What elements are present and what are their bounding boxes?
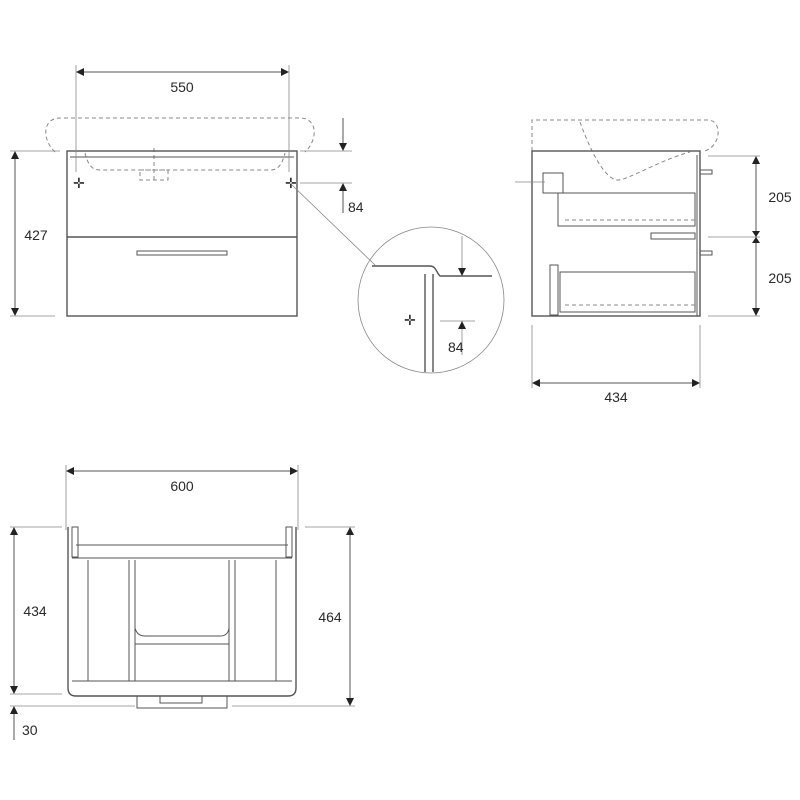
- cabinet-side: [531, 150, 701, 317]
- drawer-handle: [136, 250, 228, 256]
- cabinet-body: [66, 150, 298, 317]
- bottom-view: 600 434 464 30: [10, 465, 355, 740]
- cabinet-bottom: [67, 527, 297, 697]
- front-view: ✛ ✛ 550 427 84: [10, 65, 376, 317]
- mount-point-icon: ✛: [404, 312, 416, 328]
- dim-205-lower: 205: [768, 270, 792, 286]
- detail-leader: [291, 184, 376, 266]
- dim-84: 84: [348, 199, 364, 215]
- basin-outline: [45, 117, 315, 153]
- detail-dim-84: 84: [448, 339, 464, 355]
- basin-bowl: [84, 152, 286, 171]
- mount-point-icon: ✛: [285, 175, 297, 191]
- dim-30: 30: [22, 722, 38, 738]
- detail-view: ✛ 84: [357, 226, 505, 374]
- dim-205-upper: 205: [768, 189, 792, 205]
- side-view: 205 205 434: [515, 119, 792, 405]
- mount-point-icon: ✛: [73, 175, 85, 191]
- dim-427: 427: [24, 227, 48, 243]
- dim-550: 550: [170, 79, 194, 95]
- dim-434-depth: 434: [604, 389, 628, 405]
- dim-434: 434: [23, 603, 47, 619]
- dim-600: 600: [170, 478, 194, 494]
- dim-464: 464: [318, 609, 342, 625]
